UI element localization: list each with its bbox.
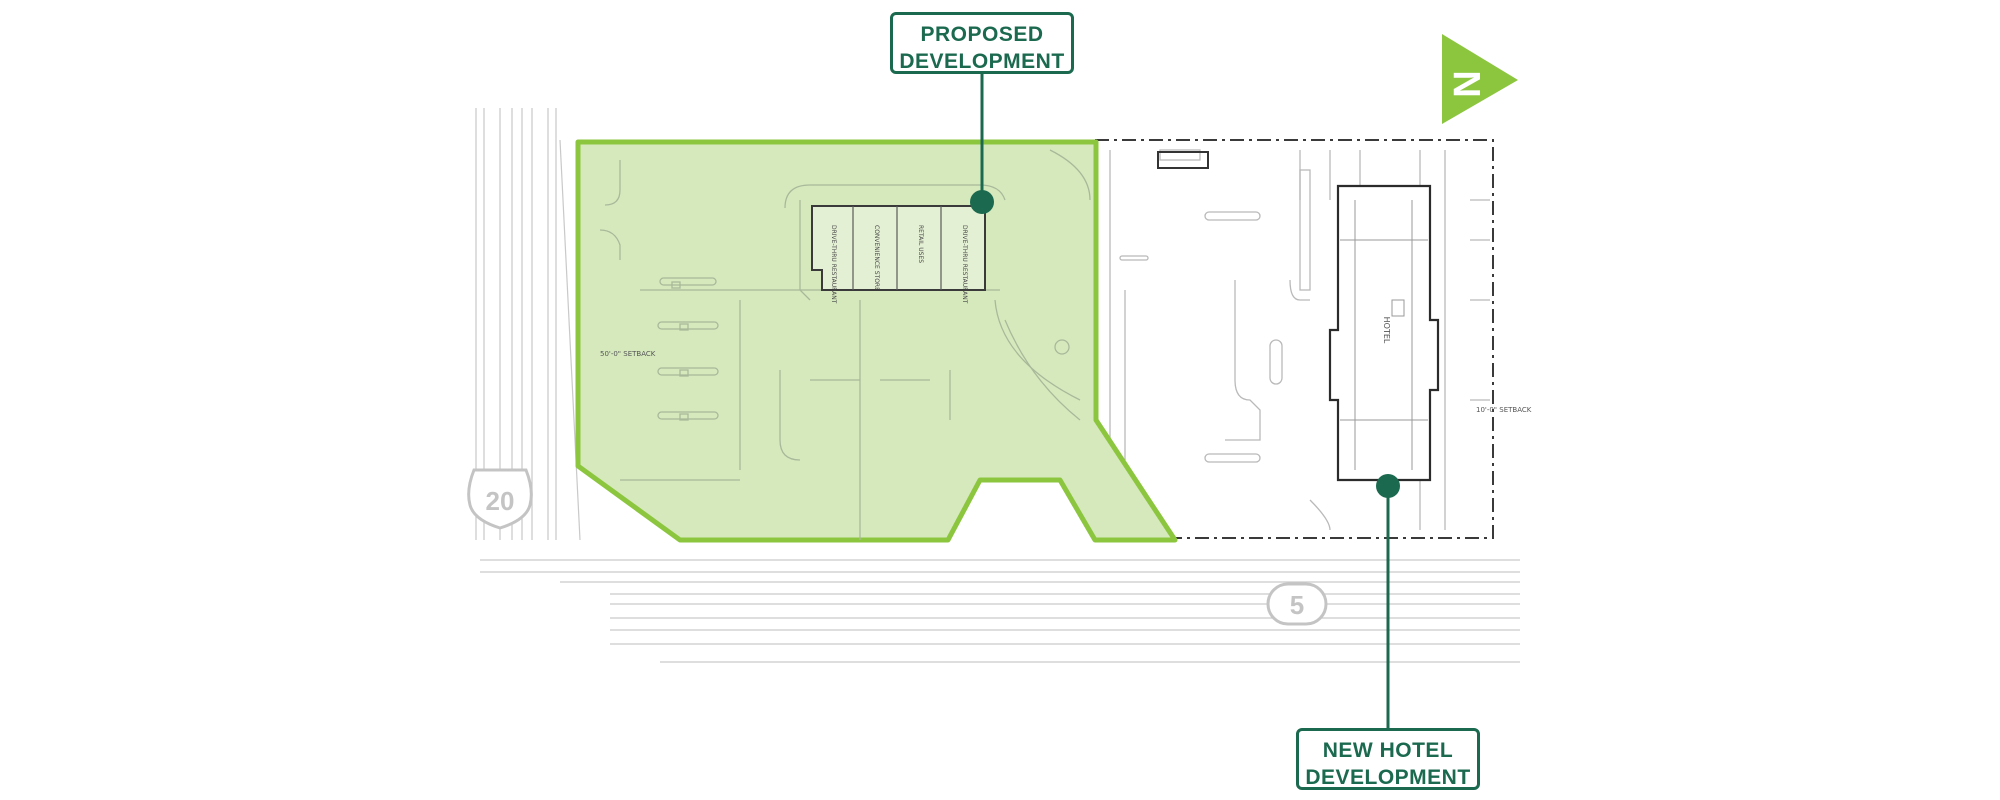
us-route-shield: 20	[467, 468, 533, 530]
state-route-shield: 5	[1266, 582, 1328, 626]
us-route-number: 20	[486, 486, 515, 516]
hotel-parcel-boundary	[1094, 139, 1494, 539]
hotel-callout-line2: DEVELOPMENT	[1305, 766, 1471, 789]
hotel-development-callout: NEW HOTEL DEVELOPMENT	[1296, 728, 1480, 790]
hotel-building	[1328, 184, 1440, 482]
hotel-marker	[1376, 474, 1400, 498]
proposed-callout-line2: DEVELOPMENT	[899, 50, 1065, 73]
state-route-number: 5	[1290, 590, 1304, 620]
hotel-building-inner	[1340, 200, 1428, 470]
hotel-label: HOTEL	[1382, 317, 1391, 344]
proposed-site-details	[599, 149, 1091, 540]
setback-labels: 50'-0" SETBACK 10'-0" SETBACK	[600, 350, 1532, 414]
setback-left-label: 50'-0" SETBACK	[600, 350, 656, 358]
unit-label-1: DRIVE-THRU RESTAURANT	[830, 225, 837, 304]
proposed-development-area	[575, 139, 1178, 543]
hotel-callout-line1: NEW HOTEL	[1322, 739, 1454, 762]
proposed-marker	[970, 190, 994, 214]
retail-building-units	[852, 206, 942, 290]
setback-right-label: 10'-0" SETBACK	[1476, 406, 1532, 414]
unit-label-3: RETAIL USES	[917, 225, 924, 263]
proposed-development-callout: PROPOSED DEVELOPMENT	[890, 12, 1074, 74]
unit-label-2: CONVENIENCE STORE	[873, 225, 880, 291]
callout-leaders	[980, 74, 1390, 728]
road-lines	[475, 108, 1520, 663]
retail-unit-labels: DRIVE-THRU RESTAURANT CONVENIENCE STORE …	[830, 225, 968, 304]
north-arrow-letter: N	[1447, 70, 1489, 97]
north-arrow-icon: N	[1442, 34, 1518, 124]
proposed-callout-line1: PROPOSED	[920, 23, 1044, 46]
unit-label-4: DRIVE-THRU RESTAURANT	[961, 225, 968, 304]
